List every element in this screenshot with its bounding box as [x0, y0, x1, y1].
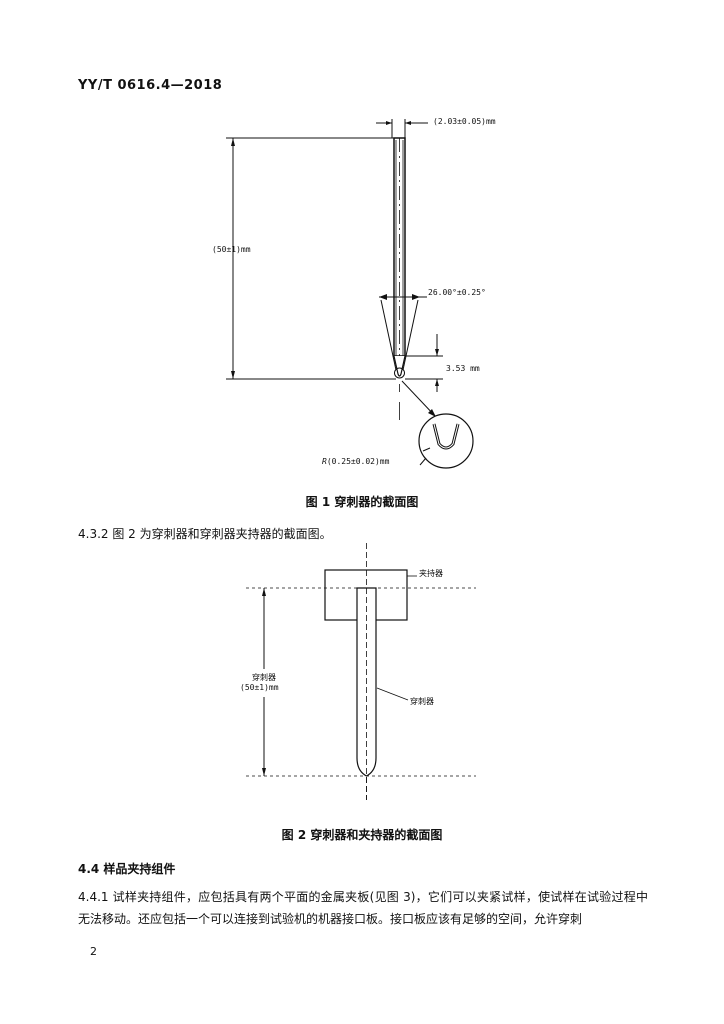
- dim-radius-label: R(0.25±0.02)mm: [322, 457, 390, 466]
- dim-tip-label: 3.53 mm: [446, 364, 480, 373]
- holder-label: 夹持器: [419, 569, 443, 578]
- figure-2-caption: 图 2 穿刺器和夹持器的截面图: [281, 828, 443, 842]
- dim-name-label: 穿刺器: [252, 673, 276, 682]
- figure-1-caption: 图 1 穿刺器的截面图: [305, 495, 419, 509]
- document-code: YY/T 0616.4—2018: [78, 78, 223, 93]
- clause-4-3-2: 4.3.2 图 2 为穿刺器和穿刺器夹持器的截面图。: [78, 527, 332, 541]
- dim-width-label: (2.03±0.05)mm: [433, 117, 496, 126]
- page-number: 2: [90, 945, 97, 958]
- needle-label: 穿刺器: [410, 697, 434, 706]
- clause-4-4-1: 4.4.1 试样夹持组件，应包括具有两个平面的金属夹板(见图 3)，它们可以夹紧…: [78, 890, 648, 926]
- dim-value-label: (50±1)mm: [240, 683, 279, 692]
- dim-length-label: (50±1)mm: [212, 245, 251, 254]
- section-heading-4-4: 4.4 样品夹持组件: [78, 862, 176, 876]
- dim-angle-label: 26.00°±0.25°: [428, 288, 486, 297]
